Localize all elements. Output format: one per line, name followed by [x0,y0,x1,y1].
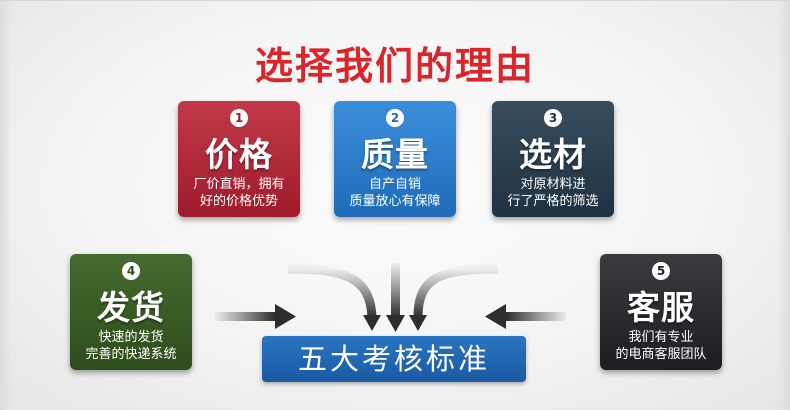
card-description-line: 好的价格优势 [199,194,278,209]
down-arrows-icon [287,263,499,332]
card-description: 自产自销 质量放心有保障 [334,176,456,210]
card-number-badge: 3 [544,109,562,127]
card-description: 厂价直销，拥有 好的价格优势 [178,176,300,210]
card-price: 1 价格 厂价直销，拥有 好的价格优势 [178,101,300,217]
card-heading: 发货 [97,288,165,327]
card-description-line: 我们有专业 [628,330,694,345]
card-shipping: 4 发货 快速的发货 完善的快递系统 [70,254,192,370]
card-description: 快速的发货 完善的快递系统 [70,329,192,363]
card-materials: 3 选材 对原材料进 行了严格的筛选 [492,101,614,217]
card-heading: 价格 [205,135,273,174]
left-arrow-icon [215,304,296,329]
right-arrow-icon [485,304,566,329]
card-number-badge: 1 [230,109,248,127]
card-number-badge: 2 [386,109,404,127]
card-description-line: 快速的发货 [98,330,164,345]
card-description: 对原材料进 行了严格的筛选 [492,176,614,210]
left-edge-shading [0,1,12,410]
card-heading: 选材 [519,135,587,174]
card-heading: 客服 [627,288,695,327]
card-description-line: 对原材料进 [520,177,586,192]
card-number-badge: 4 [122,262,140,280]
card-heading: 质量 [361,135,429,174]
card-description-line: 的电商客服团队 [615,347,707,362]
card-number-badge: 5 [652,262,670,280]
card-description-line: 质量放心有保障 [349,194,441,209]
card-description-line: 行了严格的筛选 [507,194,599,209]
card-description-line: 厂价直销，拥有 [193,177,285,192]
card-customer-service: 5 客服 我们有专业 的电商客服团队 [600,254,722,370]
page-title: 选择我们的理由 [254,44,535,88]
card-description-line: 完善的快递系统 [85,347,177,362]
five-standards-banner: 五大考核标准 [262,336,526,382]
card-quality: 2 质量 自产自销 质量放心有保障 [334,101,456,217]
card-description-line: 自产自销 [368,177,421,192]
card-description: 我们有专业 的电商客服团队 [600,329,722,363]
